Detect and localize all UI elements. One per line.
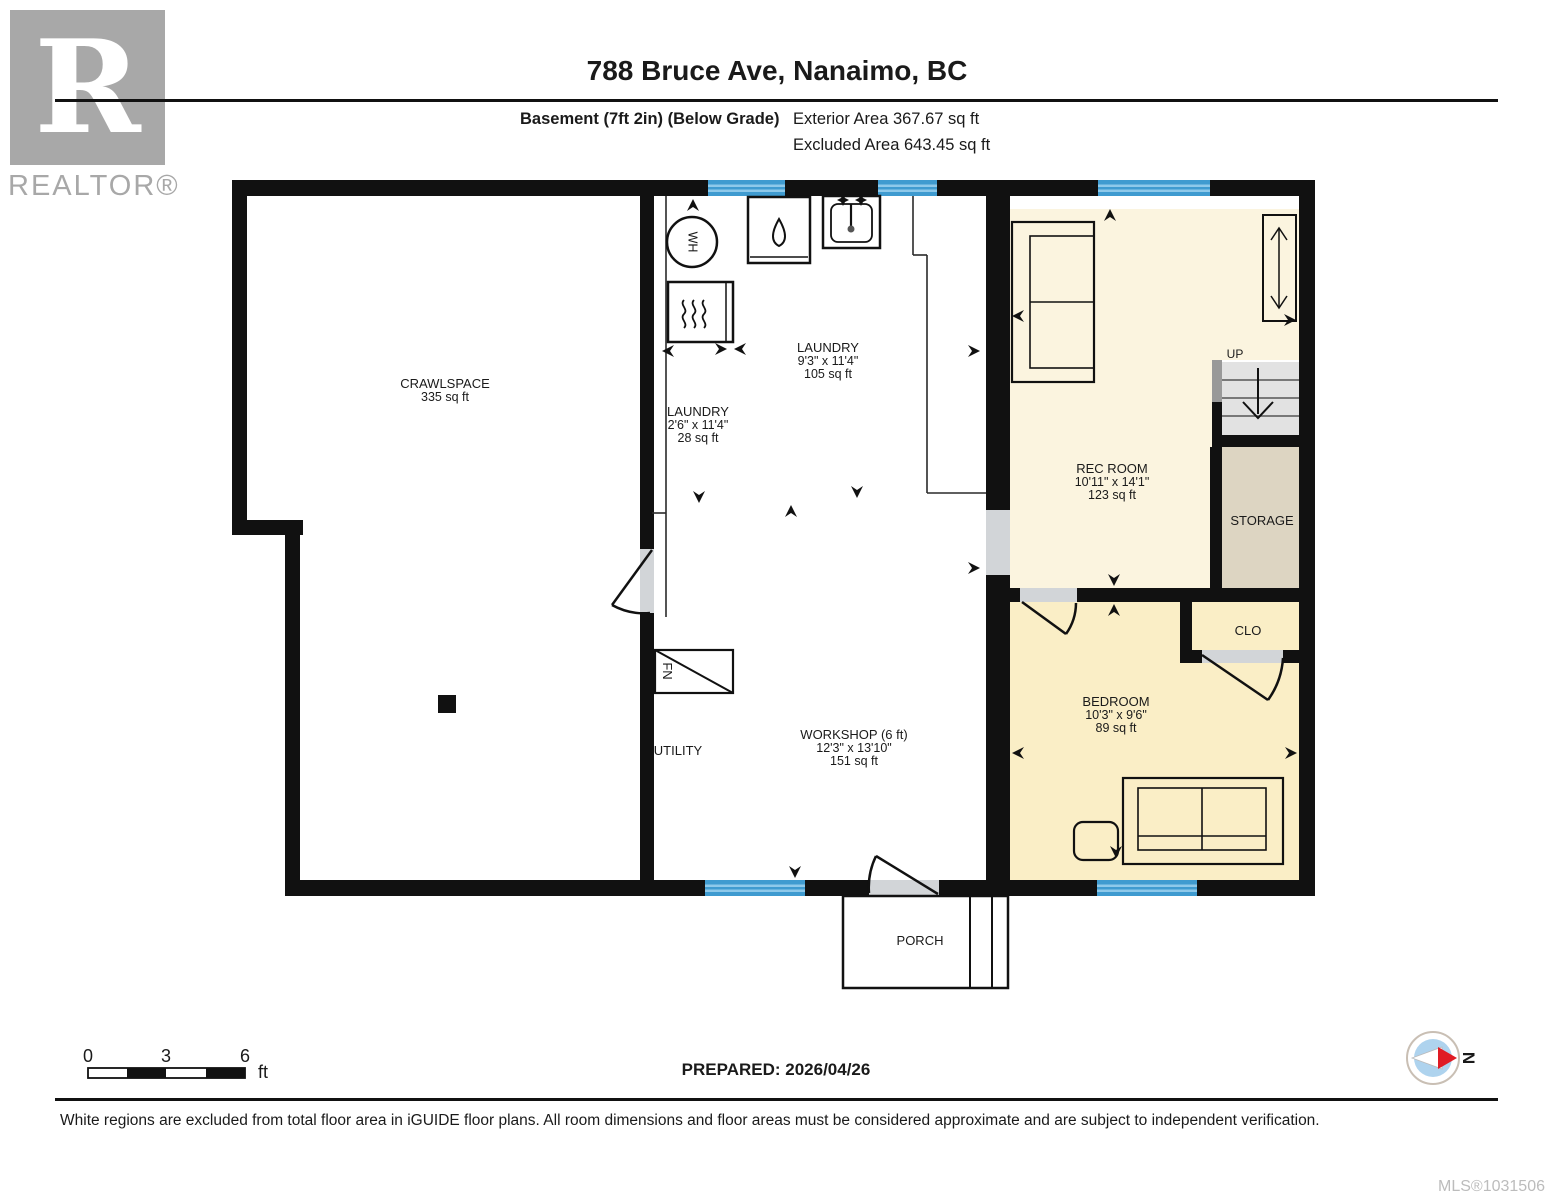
- prepared-date: PREPARED: 2026/04/26: [681, 1060, 871, 1079]
- fixtures: [653, 194, 1299, 866]
- floor-label: Basement (7ft 2in) (Below Grade): [520, 110, 780, 128]
- window: [878, 180, 937, 196]
- fn-unit-icon: [653, 648, 735, 695]
- door-openings: [640, 510, 1283, 896]
- excluded-area-text: Excluded Area 643.45 sq ft: [793, 136, 991, 154]
- header-divider: [55, 99, 1498, 102]
- partition-lines: [652, 196, 986, 617]
- room-fills: [1010, 196, 1299, 880]
- ottoman-icon: [1072, 820, 1120, 862]
- doors: [610, 549, 1285, 896]
- stairs-up-label: UP: [1226, 347, 1244, 361]
- exercise-equipment-icon: [1262, 214, 1297, 322]
- window: [1097, 880, 1197, 896]
- sofa-icon: [1121, 776, 1285, 866]
- room-label-rec-room: REC ROOM 10'11" x 14'1" 123 sq ft: [1074, 461, 1150, 503]
- window: [705, 880, 805, 896]
- scale-unit-label: ft: [258, 1062, 269, 1082]
- stairs: [1222, 368, 1299, 420]
- room-label-crawlspace: CRAWLSPACE 335 sq ft: [400, 376, 490, 404]
- mls-number: MLS®1031506: [1438, 1178, 1545, 1195]
- room-label-porch: PORCH: [896, 933, 944, 948]
- room-label-utility: UTILITY: [653, 743, 703, 758]
- porch-steps: [969, 896, 993, 988]
- water-heater-icon: [665, 215, 719, 269]
- porch-outline: [841, 894, 1010, 990]
- realtor-logo: R: [10, 10, 165, 165]
- couch-icon: [1010, 220, 1096, 384]
- door-arc: [1201, 653, 1285, 702]
- window: [708, 180, 785, 196]
- scale-tick-0: 0: [82, 1046, 94, 1066]
- room-label-workshop: WORKSHOP (6 ft) 12'3" x 13'10" 151 sq ft: [800, 727, 908, 769]
- disclaimer-text: White regions are excluded from total fl…: [60, 1112, 1320, 1129]
- page-title: 788 Bruce Ave, Nanaimo, BC: [586, 55, 968, 86]
- window: [1098, 180, 1210, 196]
- door-arc: [867, 854, 939, 896]
- realtor-brand-text: REALTOR®: [8, 170, 180, 202]
- room-label-laundry-main: LAUNDRY 9'3" x 11'4" 105 sq ft: [797, 340, 859, 382]
- room-label-closet: CLO: [1234, 623, 1262, 638]
- room-label-storage: STORAGE: [1230, 513, 1294, 528]
- room-label-laundry-small: LAUNDRY 2'6" x 11'4" 28 sq ft: [667, 404, 729, 446]
- opening-arrows: [662, 199, 1297, 878]
- realtor-logo-letter: R: [34, 12, 141, 163]
- door-arc: [1021, 600, 1078, 636]
- footer-divider: [55, 1098, 1498, 1101]
- scale-bar: [87, 1067, 246, 1079]
- exterior-area-text: Exterior Area 367.67 sq ft: [793, 110, 980, 128]
- sink-icon: [821, 194, 882, 250]
- windows: [705, 180, 1210, 896]
- furnace-label: FN: [659, 662, 675, 680]
- scale-tick-6: 6: [239, 1046, 251, 1066]
- support-post: [438, 695, 456, 713]
- furnace-icon: [666, 280, 735, 344]
- scale-tick-3: 3: [160, 1046, 172, 1066]
- water-heater-label: WH: [685, 231, 700, 253]
- bedroom-fill: [1010, 602, 1299, 880]
- washer-icon: [746, 195, 812, 265]
- storage-fill: [1222, 447, 1299, 588]
- stairs-down-arrow: [1242, 401, 1274, 420]
- door-arc: [610, 549, 654, 615]
- room-label-bedroom: BEDROOM 10'3" x 9'6" 89 sq ft: [1082, 694, 1150, 736]
- compass-icon: [1406, 1031, 1460, 1085]
- stair-handrail: [1212, 360, 1222, 402]
